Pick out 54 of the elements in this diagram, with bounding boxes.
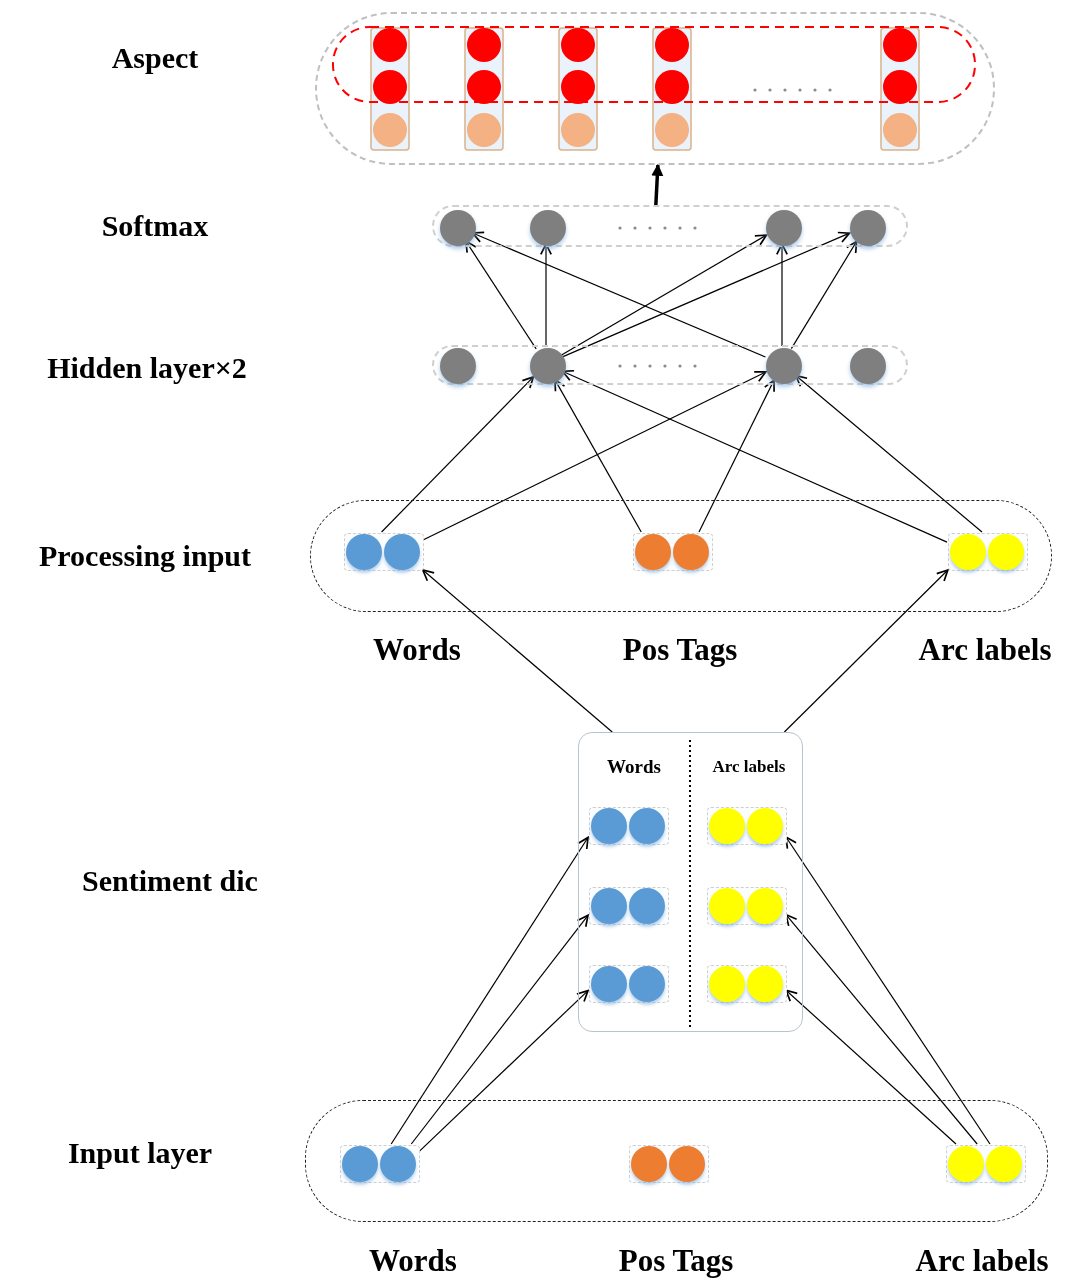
- neuron-circle: [766, 348, 802, 384]
- arrow: [539, 243, 553, 347]
- neuron-circle: [440, 348, 476, 384]
- neuron-circle: [850, 348, 886, 384]
- layer-band: [432, 205, 908, 247]
- arrow: [698, 379, 775, 533]
- arrow: [785, 836, 991, 1145]
- neuron-circle: [850, 210, 886, 246]
- arrow: [560, 234, 768, 356]
- arrow: [783, 569, 949, 733]
- layer-label: Hidden layer×2: [47, 353, 247, 383]
- arrow: [775, 243, 789, 347]
- arrow: [785, 989, 957, 1145]
- dictionary-panel: [578, 732, 803, 1032]
- neuron-pair: [707, 887, 787, 925]
- arrow: [554, 378, 642, 533]
- arrow: [790, 240, 858, 350]
- layer-band: [315, 12, 995, 165]
- neuron-pair: [707, 965, 787, 1003]
- arrow: [465, 240, 537, 350]
- column-heading: Arc labels: [712, 757, 786, 775]
- feature-label: Arc labels: [918, 633, 1052, 665]
- layer-label: Processing input: [39, 541, 251, 571]
- neuron-circle: [440, 210, 476, 246]
- arrow: [561, 231, 851, 358]
- arrow: [422, 371, 767, 541]
- column-heading: Words: [607, 756, 661, 776]
- arrow: [471, 231, 766, 358]
- arrow: [418, 989, 589, 1153]
- feature-label: Arc labels: [915, 1244, 1049, 1276]
- neuron-pair: [589, 887, 669, 925]
- arrow: [410, 914, 589, 1145]
- arrow: [651, 163, 664, 206]
- layer-label: Input layer: [67, 1138, 213, 1168]
- feature-label: Pos Tags: [622, 633, 738, 665]
- feature-label: Words: [373, 633, 461, 665]
- neuron-pair: [589, 965, 669, 1003]
- arrow: [381, 376, 535, 533]
- neuron-pair: [707, 807, 787, 845]
- arrow: [561, 369, 948, 543]
- arrow: [421, 569, 613, 733]
- arrow: [390, 836, 589, 1145]
- layer-label: Softmax: [101, 211, 209, 241]
- neuron-circle: [766, 210, 802, 246]
- layer-band: [432, 345, 908, 385]
- neuron-pair: [589, 807, 669, 845]
- arrow: [794, 374, 983, 533]
- neuron-circle: [530, 210, 566, 246]
- layer-label: Sentiment dic: [82, 866, 258, 896]
- feature-label: Pos Tags: [618, 1244, 734, 1276]
- feature-label: Words: [369, 1244, 457, 1276]
- arrow: [785, 913, 978, 1145]
- layer-label: Aspect: [111, 43, 199, 73]
- neuron-circle: [530, 348, 566, 384]
